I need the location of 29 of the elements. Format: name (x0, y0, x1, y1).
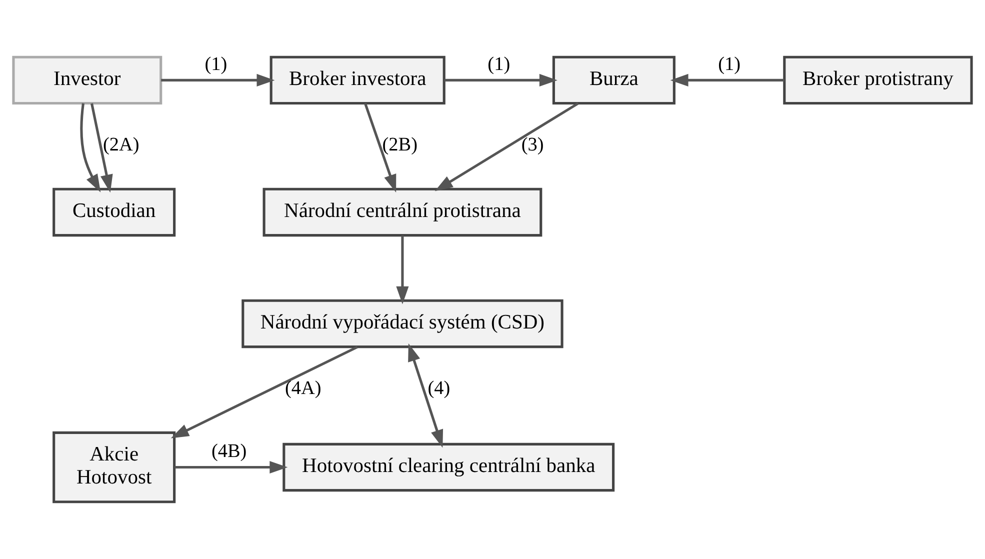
node-box: Broker investora (270, 56, 446, 105)
edge-label: (4A) (284, 378, 322, 400)
node-box: Custodian (52, 188, 176, 237)
edge-label: (2A) (102, 134, 140, 156)
edge-label: (1) (718, 54, 741, 75)
node-box: Hotovostní clearing centrální banka (282, 442, 615, 492)
arrow (170, 346, 358, 438)
arrow (670, 74, 784, 86)
edge-label: (4) (428, 378, 450, 400)
arrow (444, 74, 558, 86)
arrow (161, 74, 275, 86)
arrow (80, 103, 101, 192)
node-box: Investor (12, 56, 162, 105)
node-box: Národní vypořádací systém (CSD) (242, 299, 564, 348)
edge-label: (1) (204, 54, 228, 75)
edge-label: (1) (488, 54, 510, 75)
arrow (364, 103, 396, 193)
node-box: Broker protistrany (783, 56, 973, 105)
arrow (90, 103, 113, 193)
arrow (434, 102, 579, 192)
node-box: Burza (552, 56, 676, 105)
node-box: Národní centrální protistrana (262, 188, 542, 237)
arrow (408, 343, 444, 448)
edge-label: (3) (521, 134, 544, 156)
edge-label: (2B) (382, 134, 418, 156)
edge-label: (4B) (211, 441, 247, 462)
arrow (396, 236, 409, 304)
arrow (174, 460, 288, 474)
node-box: Akcie Hotovost (52, 431, 176, 504)
